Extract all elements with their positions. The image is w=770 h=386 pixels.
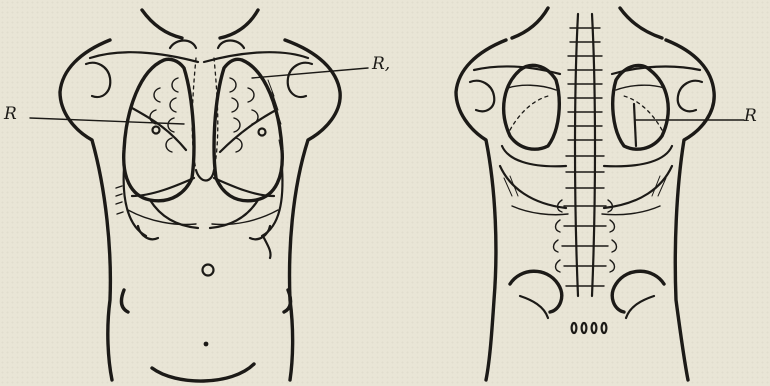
back-pelvis-left [510, 271, 562, 312]
front-hip-right [284, 290, 291, 312]
front-clavicle-left [90, 52, 198, 62]
back-hatching [504, 176, 666, 196]
front-marker-right [259, 129, 266, 136]
back-shoulder-joint-right [678, 81, 702, 111]
front-neck-right [220, 10, 258, 38]
back-rib-lower-left [500, 166, 566, 208]
back-neck-left [512, 8, 548, 38]
front-cervical-knob-left [170, 41, 196, 49]
front-marker-left [153, 127, 160, 134]
front-xiphoid [196, 170, 214, 181]
back-vertebra-processes [554, 200, 617, 272]
front-fissure-right [220, 110, 276, 152]
front-groin-line [152, 364, 254, 381]
back-torso [456, 8, 744, 380]
front-shoulder-right [288, 63, 312, 97]
front-label-right: R, [372, 56, 390, 73]
back-scapula-spine-right [616, 85, 664, 90]
back-scapula-spine-left [508, 85, 556, 90]
back-outline-right [666, 40, 714, 380]
front-hip-left [121, 290, 128, 312]
front-neck-left [142, 10, 182, 38]
back-vertebrae [562, 28, 608, 286]
back-scapula-left [504, 65, 560, 149]
front-lung-right [214, 59, 282, 201]
back-scapula-dash-right [624, 96, 662, 130]
back-sacrum [572, 323, 607, 333]
front-torso [30, 10, 368, 381]
front-lower-rib-2-left [128, 210, 196, 224]
front-cartilage-left [138, 226, 158, 239]
front-pubic-mark [204, 342, 209, 347]
front-cartilage-right [250, 226, 270, 239]
front-outline-right [285, 40, 340, 380]
front-tick-marks [116, 186, 123, 214]
front-ribs-left [150, 78, 178, 152]
front-label-left: R [4, 106, 17, 123]
front-label-line-left [30, 118, 184, 124]
back-scapula-dash-left [510, 96, 548, 130]
back-scapula-right [613, 65, 669, 149]
front-shoulder-left [86, 63, 110, 97]
back-label-right: R [744, 108, 757, 125]
front-lower-rib-2-right [212, 210, 278, 224]
front-ribs-right [230, 78, 258, 152]
front-navel [203, 265, 214, 276]
back-pointer-mark [634, 104, 636, 146]
back-shoulder-joint-left [470, 81, 494, 111]
back-pelvis-right [612, 271, 664, 312]
front-outline-left [60, 40, 112, 380]
front-clavicle-right [204, 52, 308, 62]
back-neck-right [620, 8, 662, 38]
front-label-line-right [252, 68, 368, 78]
front-cartilage-tip-right [264, 238, 271, 258]
back-ilium-right [626, 296, 654, 318]
back-outline-left [456, 40, 506, 380]
back-ilium-left [520, 296, 548, 318]
front-cervical-knob-right [218, 41, 244, 49]
